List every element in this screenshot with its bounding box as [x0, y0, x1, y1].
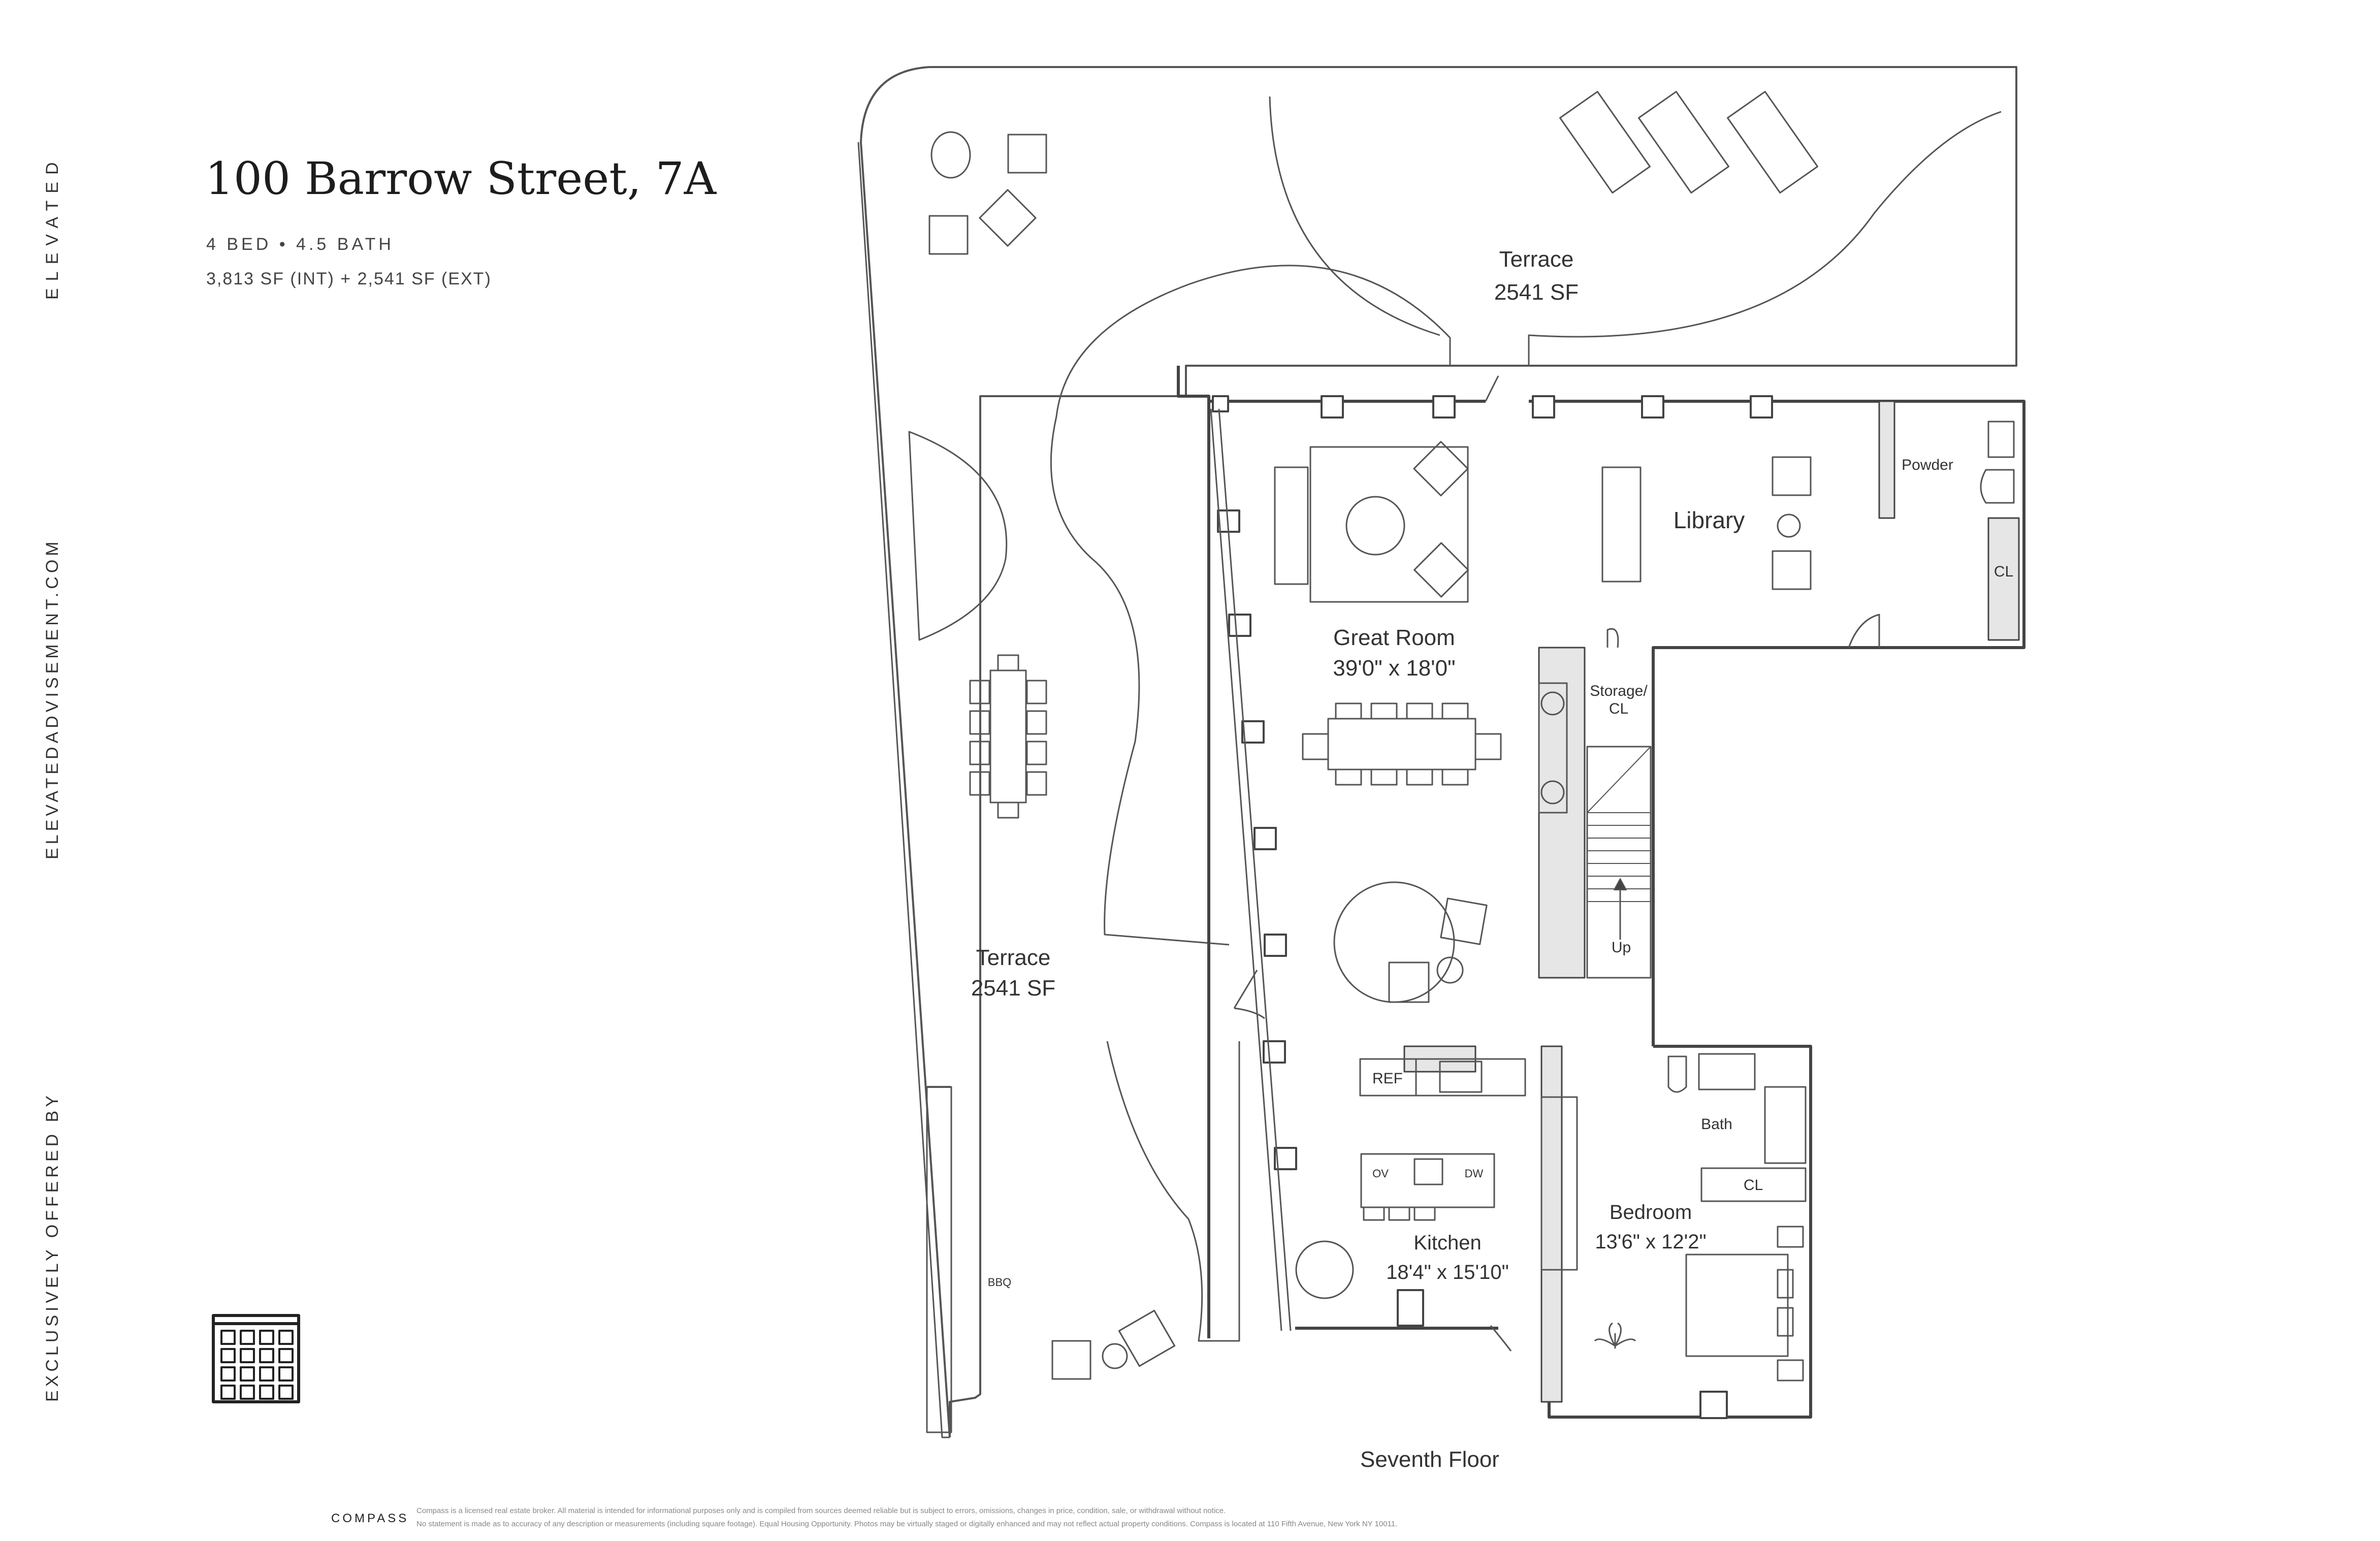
powder-label: Powder [1902, 457, 1953, 473]
refrigerator-label: REF [1372, 1070, 1403, 1087]
storage-label: Storage/ [1590, 683, 1648, 699]
floor-label: Seventh Floor [1360, 1447, 1499, 1472]
library-label: Library [1674, 507, 1745, 533]
kitchen-dims: 18'4" x 15'10" [1386, 1261, 1509, 1283]
kitchen-label: Kitchen [1413, 1232, 1481, 1254]
great-room-dims: 39'0" x 18'0" [1333, 656, 1455, 681]
terrace-outline [860, 66, 2017, 1438]
terrace-north-label: Terrace [1499, 247, 1574, 272]
bedroom-closet-label: CL [1744, 1177, 1763, 1194]
bedroom-dims: 13'6" x 12'2" [1595, 1231, 1706, 1253]
beds-baths: 4 BED • 4.5 BATH [206, 235, 394, 254]
compass-logo: COMPASS [331, 1512, 409, 1525]
great-room-label: Great Room [1333, 625, 1455, 650]
terrace-north-area: 2541 SF [1494, 280, 1579, 305]
terrace-west-area: 2541 SF [971, 976, 1055, 1001]
bedroom-label: Bedroom [1610, 1201, 1692, 1224]
bbq-label: BBQ [988, 1276, 1011, 1289]
listing-title: 100 Barrow Street, 7A [205, 152, 717, 205]
oven-label: OV [1372, 1167, 1389, 1180]
storage-closet-label: CL [1609, 700, 1628, 717]
building-logo [212, 1314, 300, 1403]
disclaimer-line-1: Compass is a licensed real estate broker… [416, 1506, 1226, 1515]
stairs-up-label: Up [1612, 939, 1631, 956]
dishwasher-label: DW [1465, 1167, 1484, 1180]
terrace-west-label: Terrace [976, 945, 1051, 970]
bath-label: Bath [1701, 1116, 1732, 1133]
powder-closet-label: CL [1994, 563, 2013, 580]
disclaimer-line-2: No statement is made as to accuracy of a… [416, 1520, 1398, 1528]
square-footage: 3,813 SF (INT) + 2,541 SF (EXT) [206, 269, 492, 288]
